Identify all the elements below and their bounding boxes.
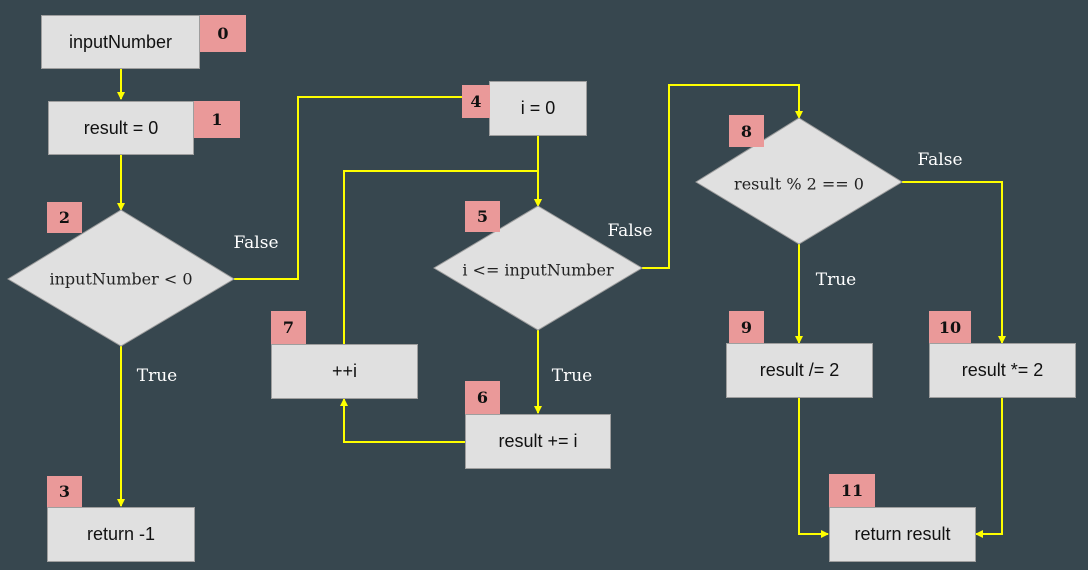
node-9-id-badge: 9 xyxy=(729,311,764,343)
node-7-box: ++i xyxy=(271,344,418,399)
node-1-box: result = 0 xyxy=(48,101,194,155)
node-4-box: i = 0 xyxy=(489,81,587,136)
node-7-text: ++i xyxy=(331,361,358,381)
node-6-box: result += i xyxy=(465,414,611,469)
node-1-text: result = 0 xyxy=(83,117,159,138)
node-9-text: result /= 2 xyxy=(759,360,840,380)
edge-label-8-false: False xyxy=(917,150,963,170)
node-0-id-badge: 0 xyxy=(200,15,246,52)
node-4-id-badge: 4 xyxy=(462,85,490,118)
node-5-id-badge: 5 xyxy=(465,201,500,232)
decision-diamond-5 xyxy=(433,205,643,331)
node-8-id-badge: 8 xyxy=(729,115,764,147)
node-5-text: i <= inputNumber xyxy=(462,260,614,280)
node-0-box: inputNumber xyxy=(41,15,200,69)
node-6-id-badge: 6 xyxy=(465,381,500,414)
edge-label-8-true: True xyxy=(815,270,857,290)
edge-9-11 xyxy=(798,398,829,538)
node-1-id-badge: 1 xyxy=(194,101,240,138)
node-8-text: result % 2 == 0 xyxy=(734,174,864,194)
edge-label-2-false: False xyxy=(233,233,279,253)
node-4-text: i = 0 xyxy=(520,98,556,118)
edge-6-7 xyxy=(340,398,465,443)
decision-diamond-8 xyxy=(695,117,903,245)
decision-diamond-2 xyxy=(7,209,235,347)
node-6-text: result += i xyxy=(498,431,578,451)
node-11-text: return result xyxy=(854,524,951,544)
node-11-box: return result xyxy=(829,507,976,562)
edge-label-2-true: True xyxy=(136,366,178,386)
edge-label-5-true: True xyxy=(551,366,593,386)
node-3-text: return -1 xyxy=(86,524,156,544)
edge-8-10 xyxy=(902,181,1006,344)
node-10-id-badge: 10 xyxy=(929,311,971,343)
node-3-id-badge: 3 xyxy=(47,476,82,507)
node-2-text: inputNumber < 0 xyxy=(49,269,193,289)
edge-10-11 xyxy=(975,398,1003,538)
edge-label-5-false: False xyxy=(607,221,653,241)
node-3-box: return -1 xyxy=(47,507,195,562)
node-0-text: inputNumber xyxy=(68,31,173,52)
node-10-box: result *= 2 xyxy=(929,343,1076,398)
node-11-id-badge: 11 xyxy=(829,474,875,507)
node-10-text: result *= 2 xyxy=(961,360,1044,380)
node-7-id-badge: 7 xyxy=(271,311,306,344)
node-2-id-badge: 2 xyxy=(47,202,82,233)
edge-2-4 xyxy=(234,93,487,280)
edge-5-8 xyxy=(642,84,803,269)
node-9-box: result /= 2 xyxy=(726,343,873,398)
edge-7-5 xyxy=(343,170,542,344)
